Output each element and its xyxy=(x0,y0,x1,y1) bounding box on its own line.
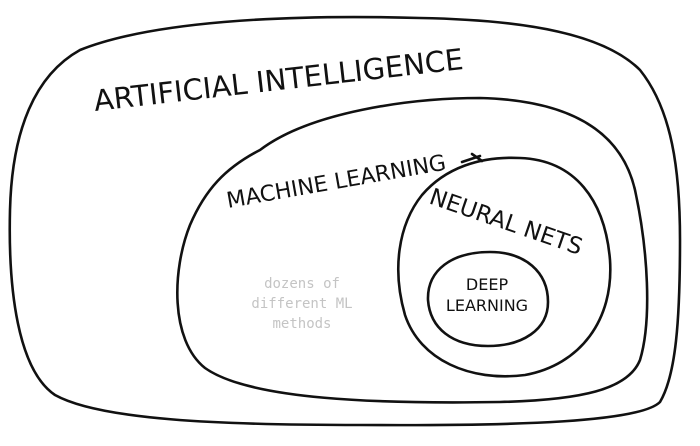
ai-label: ARTIFICIAL INTELLIGENCE xyxy=(92,42,465,118)
dl-region-outline xyxy=(426,250,550,348)
ml-methods-note-line3: methods xyxy=(272,316,331,332)
ml-methods-note-line1: dozens of xyxy=(264,276,340,292)
ai-region-outline xyxy=(8,15,682,427)
nn-region-outline xyxy=(396,156,612,378)
dl-label-line2: LEARNING xyxy=(446,296,528,315)
nn-label: NEURAL NETS xyxy=(426,184,586,261)
ml-methods-note-line2: different ML xyxy=(251,296,352,312)
dl-label-line1: DEEP xyxy=(466,275,509,294)
ml-region-outline xyxy=(176,96,649,404)
